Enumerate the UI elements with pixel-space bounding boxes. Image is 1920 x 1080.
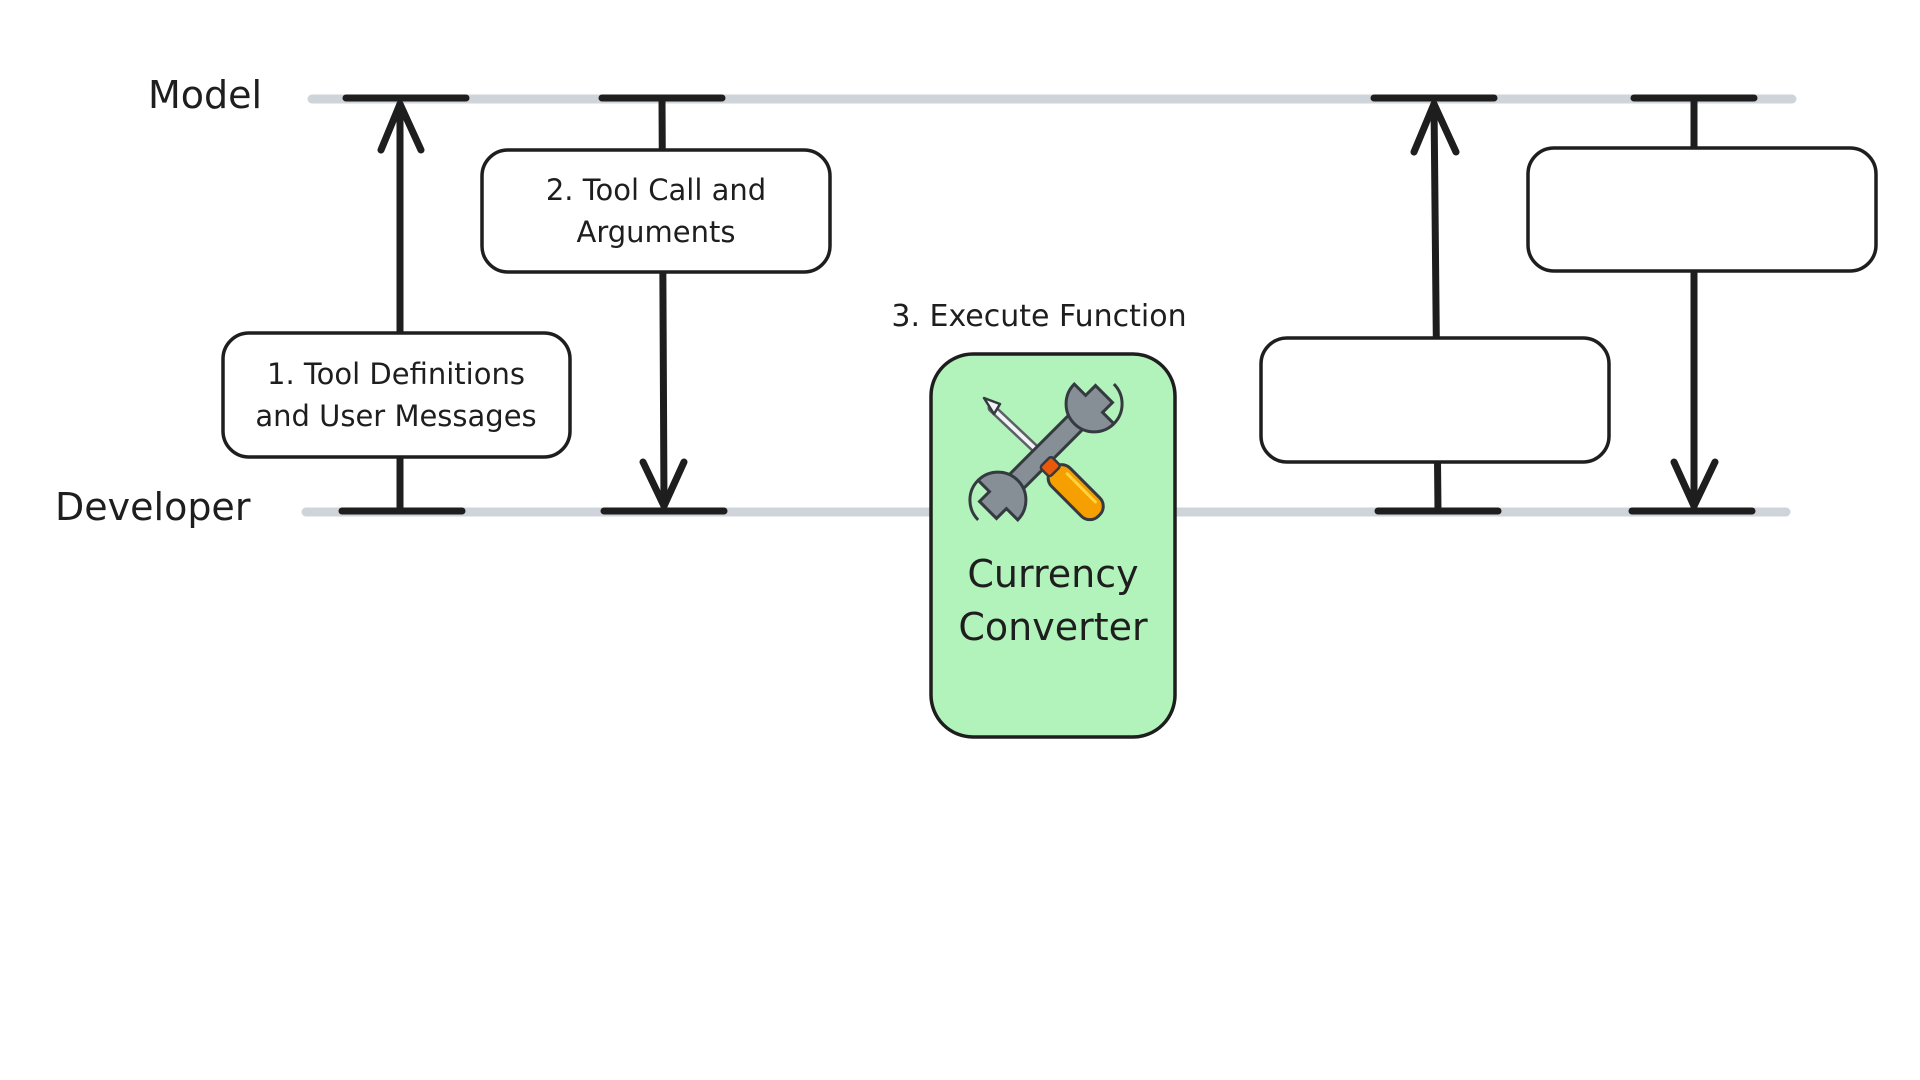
step-1-box: 1. Tool Definitions and User Messages [221, 331, 572, 459]
step-1-label-line1: 1. Tool Definitions [267, 357, 525, 391]
wrench-screwdriver-icon [968, 381, 1124, 523]
empty-box-upper [1526, 146, 1878, 273]
developer-lane-label: Developer [55, 485, 251, 529]
tool-name-line2: Converter [958, 605, 1148, 649]
step-1-label-line2: and User Messages [255, 399, 536, 433]
model-lane-label: Model [148, 73, 262, 117]
step-2-label-line2: Arguments [577, 215, 736, 249]
tool-name-line1: Currency [967, 552, 1138, 596]
step-2-label-line1: 2. Tool Call and [546, 173, 766, 207]
empty-box-lower [1259, 336, 1611, 464]
step-2-box: 2. Tool Call and Arguments [480, 148, 832, 274]
step-3-label: 3. Execute Function [891, 299, 1186, 334]
currency-converter-card: Currency Converter [929, 352, 1177, 739]
